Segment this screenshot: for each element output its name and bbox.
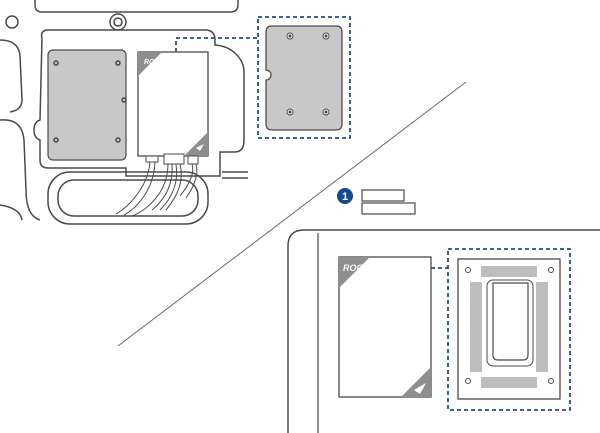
rog-eye-icon: [414, 383, 426, 394]
step-number: 1: [342, 191, 348, 203]
ssd-module-front: ROG: [338, 256, 432, 398]
ssd-module-installed: ROG: [137, 51, 209, 165]
case-interior-illustration: [0, 0, 248, 225]
rog-eye-icon: [196, 144, 204, 151]
screw-icon: [465, 267, 554, 384]
rog-logo-icon: ROG: [144, 59, 161, 66]
step-label-box-1: [361, 189, 405, 202]
mounting-plate-zoom: [257, 16, 351, 139]
mounting-bracket-zoom: [447, 248, 571, 411]
rog-logo-icon: ROG: [343, 263, 364, 273]
callout-leader-top: [175, 37, 258, 52]
screw-icon: [286, 32, 330, 116]
step-indicator: 1: [337, 188, 416, 215]
cable-bundle: [115, 161, 198, 217]
step-label-box-2: [361, 202, 416, 215]
circled-number-icon: [337, 188, 353, 204]
section-divider: [117, 81, 467, 347]
case-side-panel: [287, 229, 600, 433]
